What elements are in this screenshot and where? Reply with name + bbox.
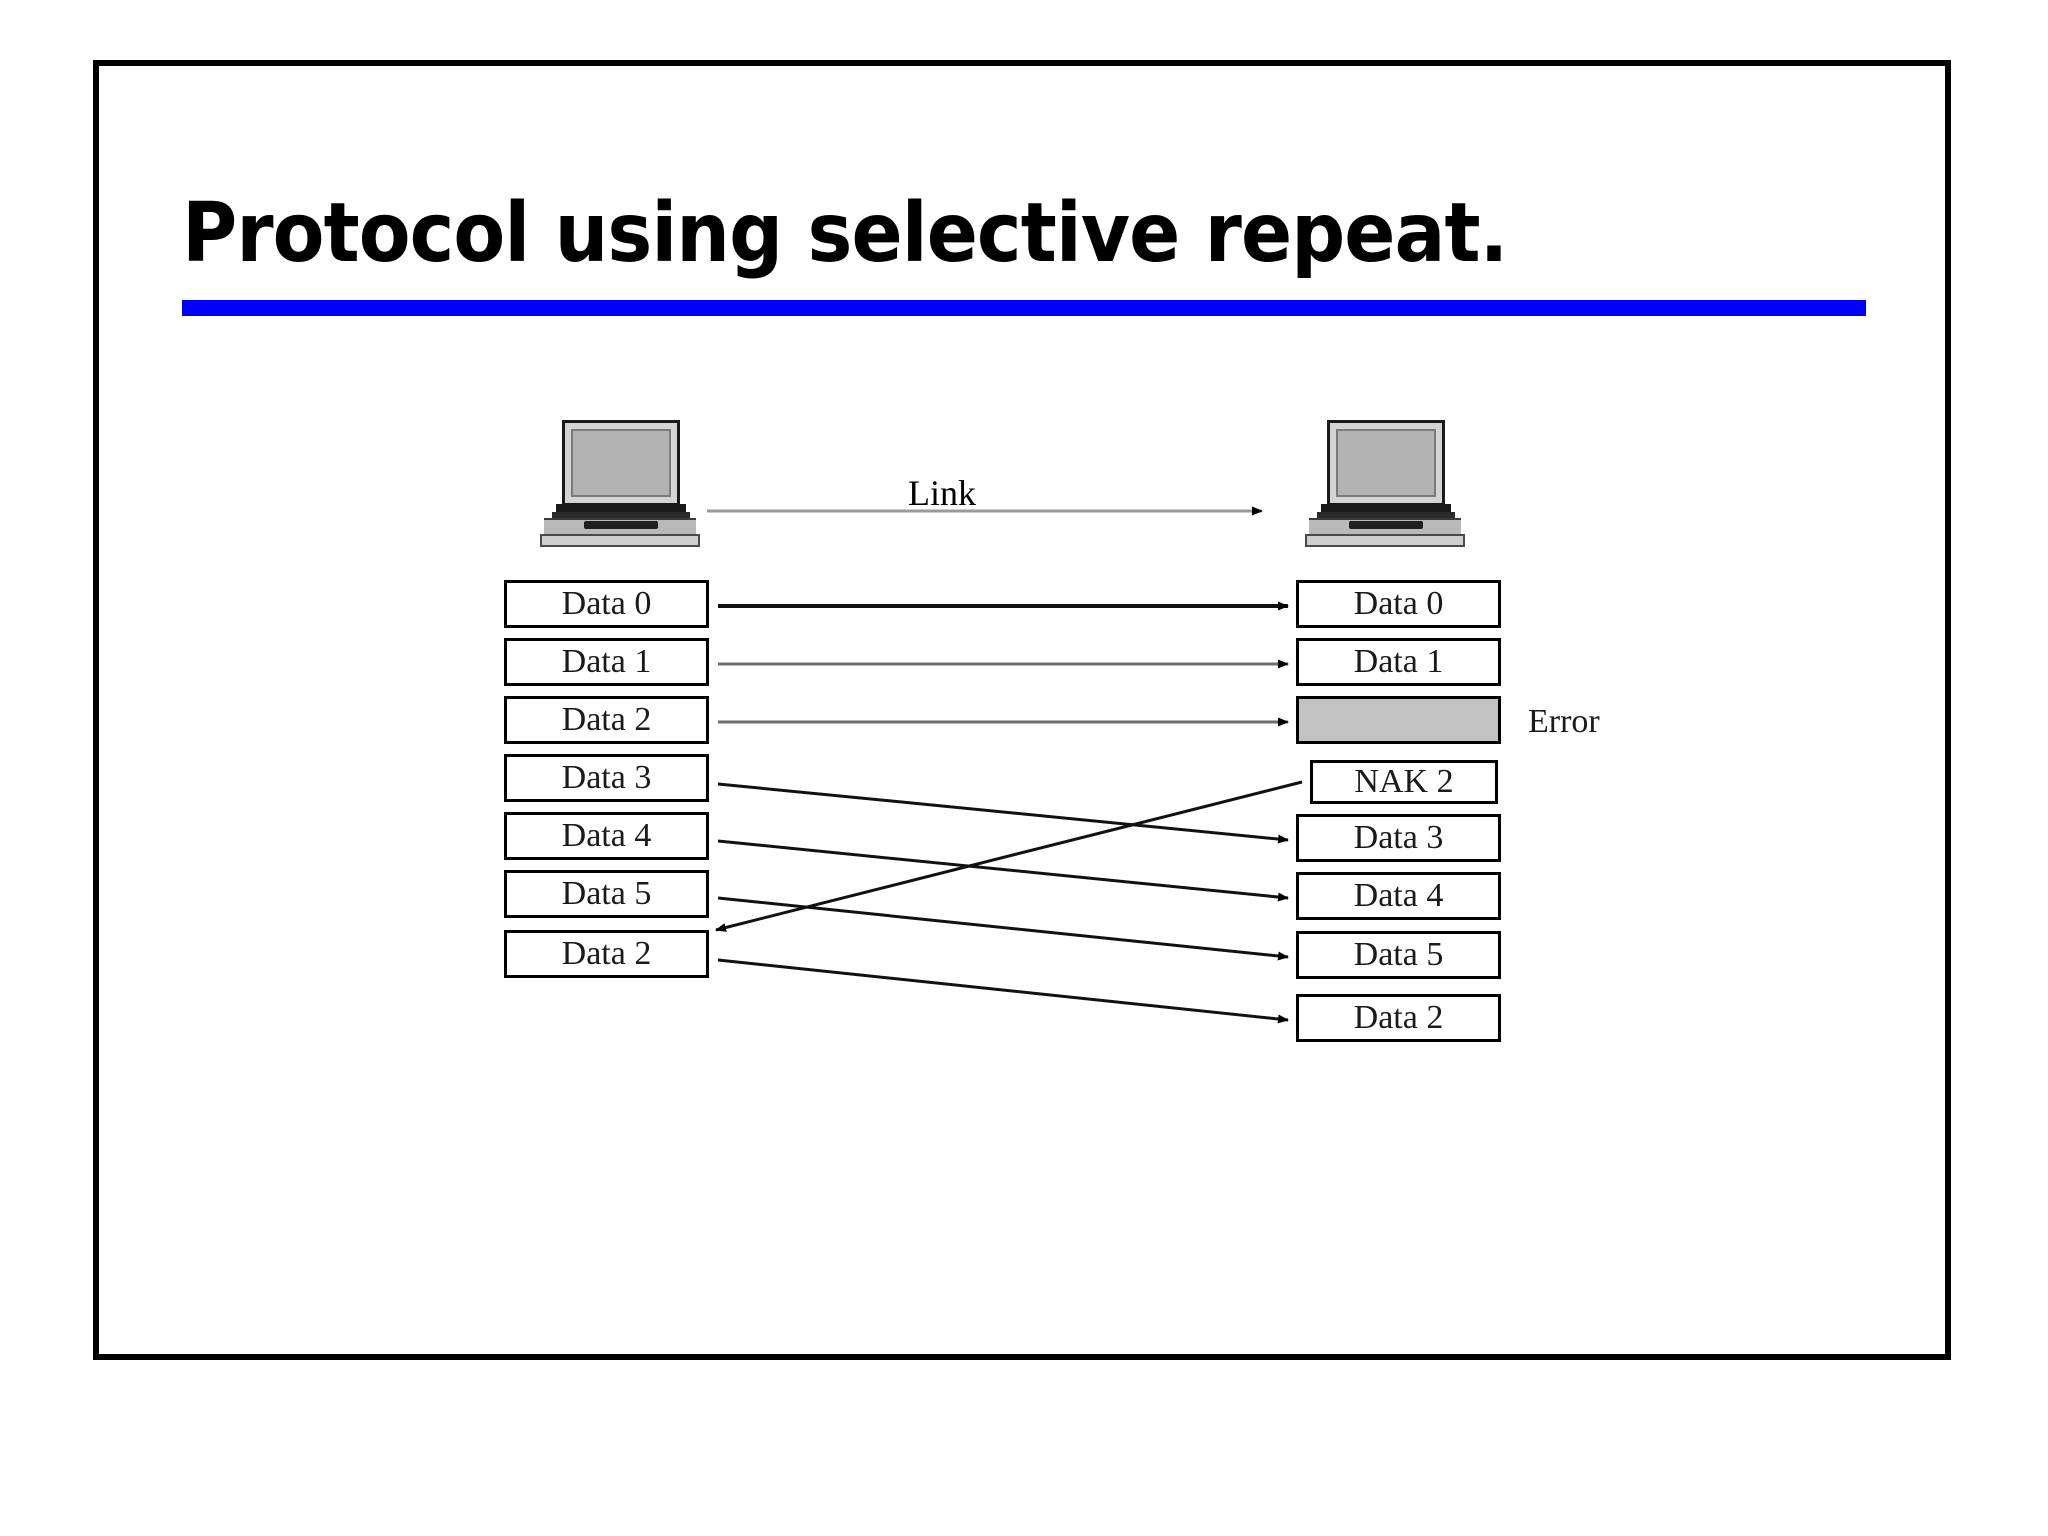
laptop-screen	[1336, 429, 1436, 497]
link-label: Link	[908, 473, 976, 513]
sender-frame-2: Data 2	[504, 696, 709, 744]
laptop-keyboard	[584, 521, 658, 529]
laptop-hinge	[1321, 504, 1451, 512]
receiver-frame-1: Data 1	[1296, 638, 1501, 686]
sender-laptop-icon	[540, 420, 702, 548]
laptop-screen	[571, 429, 671, 497]
receiver-frame-2-retransmit: Data 2	[1296, 994, 1501, 1042]
sender-frame-3: Data 3	[504, 754, 709, 802]
sender-frame-5: Data 5	[504, 870, 709, 918]
receiver-frame-nak: NAK 2	[1310, 760, 1498, 804]
page-title: Protocol using selective repeat.	[182, 186, 1508, 281]
receiver-frame-5: Data 5	[1296, 931, 1501, 979]
receiver-frame-3: Data 3	[1296, 814, 1501, 862]
error-label: Error	[1528, 703, 1600, 740]
laptop-lid	[562, 420, 680, 506]
slide-frame-border	[93, 60, 1951, 1360]
laptop-base	[1305, 534, 1465, 547]
sender-frame-4: Data 4	[504, 812, 709, 860]
title-underline-rule	[182, 300, 1866, 316]
laptop-hinge	[556, 504, 686, 512]
sender-frame-1: Data 1	[504, 638, 709, 686]
sender-frame-6-retransmit: Data 2	[504, 930, 709, 978]
laptop-hinge-shadow	[1317, 512, 1455, 519]
receiver-laptop-icon	[1305, 420, 1467, 548]
laptop-keyboard	[1349, 521, 1423, 529]
receiver-frame-error	[1296, 696, 1501, 744]
sender-frame-0: Data 0	[504, 580, 709, 628]
receiver-frame-4: Data 4	[1296, 872, 1501, 920]
receiver-frame-0: Data 0	[1296, 580, 1501, 628]
laptop-lid	[1327, 420, 1445, 506]
laptop-hinge-shadow	[552, 512, 690, 519]
laptop-base	[540, 534, 700, 547]
